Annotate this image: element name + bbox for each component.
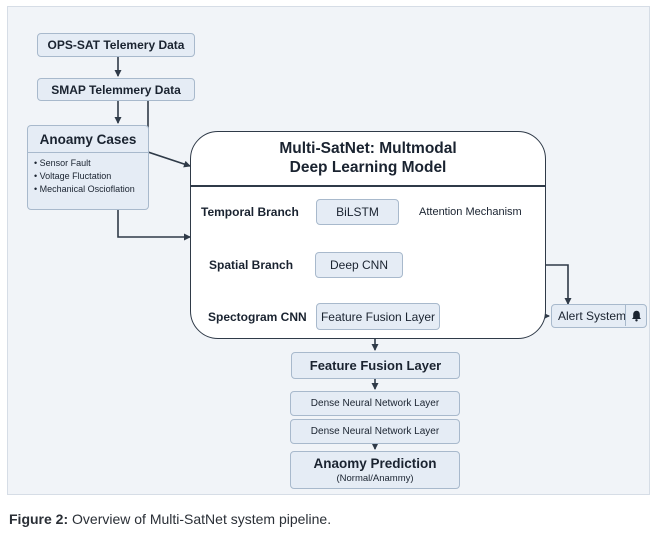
feature-fusion-inner-label: Feature Fusion Layer: [320, 309, 436, 324]
figure-caption-label: Figure 2:: [9, 511, 69, 527]
anomaly-case-item: • Sensor Fault: [34, 158, 91, 168]
model-title-line2: Deep Learning Model: [289, 159, 447, 176]
bilstm-label: BiLSTM: [336, 205, 379, 219]
arrow-cases-to-model: [117, 210, 191, 241]
figure-caption: Figure 2: Overview of Multi-SatNet syste…: [9, 511, 331, 527]
dense-layer-1-label: Dense Neural Network Layer: [310, 398, 440, 409]
model-title-divider: [190, 185, 546, 187]
alert-system-label: Alert System: [558, 309, 627, 323]
anomaly-cases-list: • Sensor Fault • Voltage Fluctation • Me…: [28, 153, 148, 196]
anomaly-prediction-box: Anaomy Prediction (Normal/Anammy): [290, 451, 460, 489]
smap-data-label: SMAP Telemmery Data: [51, 82, 181, 97]
attention-mechanism-label: Attention Mechanism: [419, 206, 522, 218]
arrow-smap-to-model: [147, 101, 191, 168]
spectogram-cnn-label: Spectogram CNN: [208, 310, 307, 324]
bell-icon: [625, 305, 646, 326]
multisatnet-model-container: Multi-SatNet: Multmodal Deep Learning Mo…: [190, 131, 546, 339]
feature-fusion-outer-label: Feature Fusion Layer: [309, 358, 442, 373]
anomaly-case-item: • Voltage Fluctation: [34, 171, 112, 181]
dense-layer-1-box: Dense Neural Network Layer: [290, 391, 460, 416]
anomaly-prediction-title: Anaomy Prediction: [313, 456, 437, 471]
anomaly-prediction-subtitle: (Normal/Anammy): [336, 473, 414, 484]
anomaly-case-item: • Mechanical Oscioflation: [34, 184, 135, 194]
anomaly-cases-title: Anoamy Cases: [28, 126, 148, 153]
figure-caption-text: Overview of Multi-SatNet system pipeline…: [68, 511, 332, 527]
anomaly-cases-box: Anoamy Cases • Sensor Fault • Voltage Fl…: [27, 125, 149, 210]
temporal-branch-label: Temporal Branch: [201, 205, 299, 219]
smap-data-box: SMAP Telemmery Data: [37, 78, 195, 101]
feature-fusion-outer-box: Feature Fusion Layer: [291, 352, 460, 379]
ops-sat-data-label: OPS-SAT Telemery Data: [47, 38, 185, 52]
spatial-branch-label: Spatial Branch: [209, 258, 294, 272]
feature-fusion-inner-box: Feature Fusion Layer: [316, 303, 440, 330]
bilstm-box: BiLSTM: [316, 199, 399, 225]
model-title-line1: Multi-SatNet: Multmodal: [279, 140, 457, 157]
deep-cnn-box: Deep CNN: [315, 252, 403, 278]
dense-layer-2-box: Dense Neural Network Layer: [290, 419, 460, 444]
alert-system-box: Alert System: [551, 304, 647, 328]
deep-cnn-label: Deep CNN: [329, 258, 389, 272]
ops-sat-data-box: OPS-SAT Telemery Data: [37, 33, 195, 57]
dense-layer-2-label: Dense Neural Network Layer: [310, 426, 440, 437]
